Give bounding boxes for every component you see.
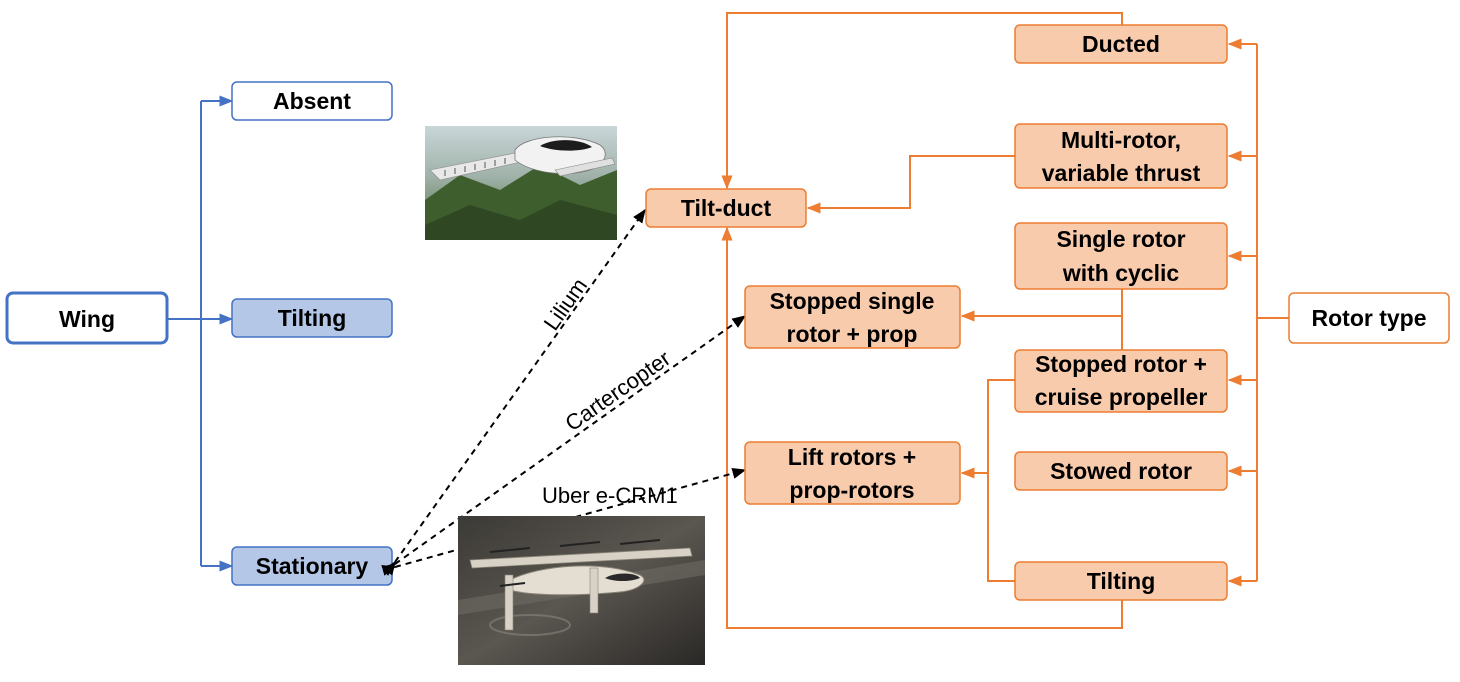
rotor-tilting-node[interactable]: Tilting	[1014, 561, 1228, 601]
rotor-root-label: Rotor type	[1312, 305, 1427, 331]
stopped-prop-label-2: cruise propeller	[1035, 384, 1208, 410]
wing-connectors	[167, 95, 234, 572]
stowed-node[interactable]: Stowed rotor	[1014, 451, 1228, 491]
lift-rotors-label-1: Lift rotors +	[788, 444, 916, 470]
wing-root-node[interactable]: Wing	[5, 291, 169, 345]
rotor-root-node[interactable]: Rotor type	[1288, 292, 1450, 344]
wing-stationary-node[interactable]: Stationary	[231, 546, 393, 586]
multirotor-label-2: variable thrust	[1042, 160, 1201, 186]
wing-tilting-node[interactable]: Tilting	[231, 298, 393, 338]
stopped-prop-left-stub	[987, 379, 1015, 582]
wing-absent-label: Absent	[273, 88, 351, 114]
tilt-duct-label: Tilt-duct	[681, 195, 772, 221]
stowed-label: Stowed rotor	[1050, 458, 1192, 484]
wing-stationary-label: Stationary	[256, 553, 369, 579]
stopped-single-label-2: rotor + prop	[787, 321, 918, 347]
wing-root-label: Wing	[59, 306, 115, 332]
lilium-photo	[425, 126, 617, 240]
multirotor-node[interactable]: Multi-rotor, variable thrust	[1014, 123, 1228, 189]
lilium-label: Lilium	[539, 273, 592, 334]
single-cyclic-label-2: with cyclic	[1062, 260, 1180, 286]
rotor-tilting-label: Tilting	[1087, 568, 1156, 594]
multirotor-label-1: Multi-rotor,	[1061, 127, 1181, 153]
uber-label: Uber e-CRM1	[542, 483, 678, 508]
ducted-to-tiltduct	[721, 12, 1123, 190]
uber-photo	[458, 516, 705, 665]
ducted-node[interactable]: Ducted	[1014, 24, 1228, 64]
single-cyclic-label-1: Single rotor	[1056, 226, 1185, 252]
wing-tilting-label: Tilting	[278, 305, 347, 331]
stopped-single-label-1: Stopped single	[770, 288, 935, 314]
ducted-label: Ducted	[1082, 31, 1160, 57]
single-cyclic-node[interactable]: Single rotor with cyclic	[1014, 222, 1228, 290]
stopped-prop-label-1: Stopped rotor +	[1035, 351, 1207, 377]
lift-rotors-label-2: prop-rotors	[789, 477, 914, 503]
multirotor-to-tiltduct	[806, 155, 1015, 214]
example-links	[381, 208, 747, 576]
lift-rotors-node[interactable]: Lift rotors + prop-rotors	[744, 441, 961, 505]
cartercopter-label: Cartercopter	[561, 345, 676, 436]
wing-absent-node[interactable]: Absent	[231, 81, 393, 121]
stopped-prop-node[interactable]: Stopped rotor + cruise propeller	[1014, 349, 1228, 413]
tilt-duct-node[interactable]: Tilt-duct	[645, 188, 807, 228]
stopped-single-node[interactable]: Stopped single rotor + prop	[744, 285, 961, 349]
